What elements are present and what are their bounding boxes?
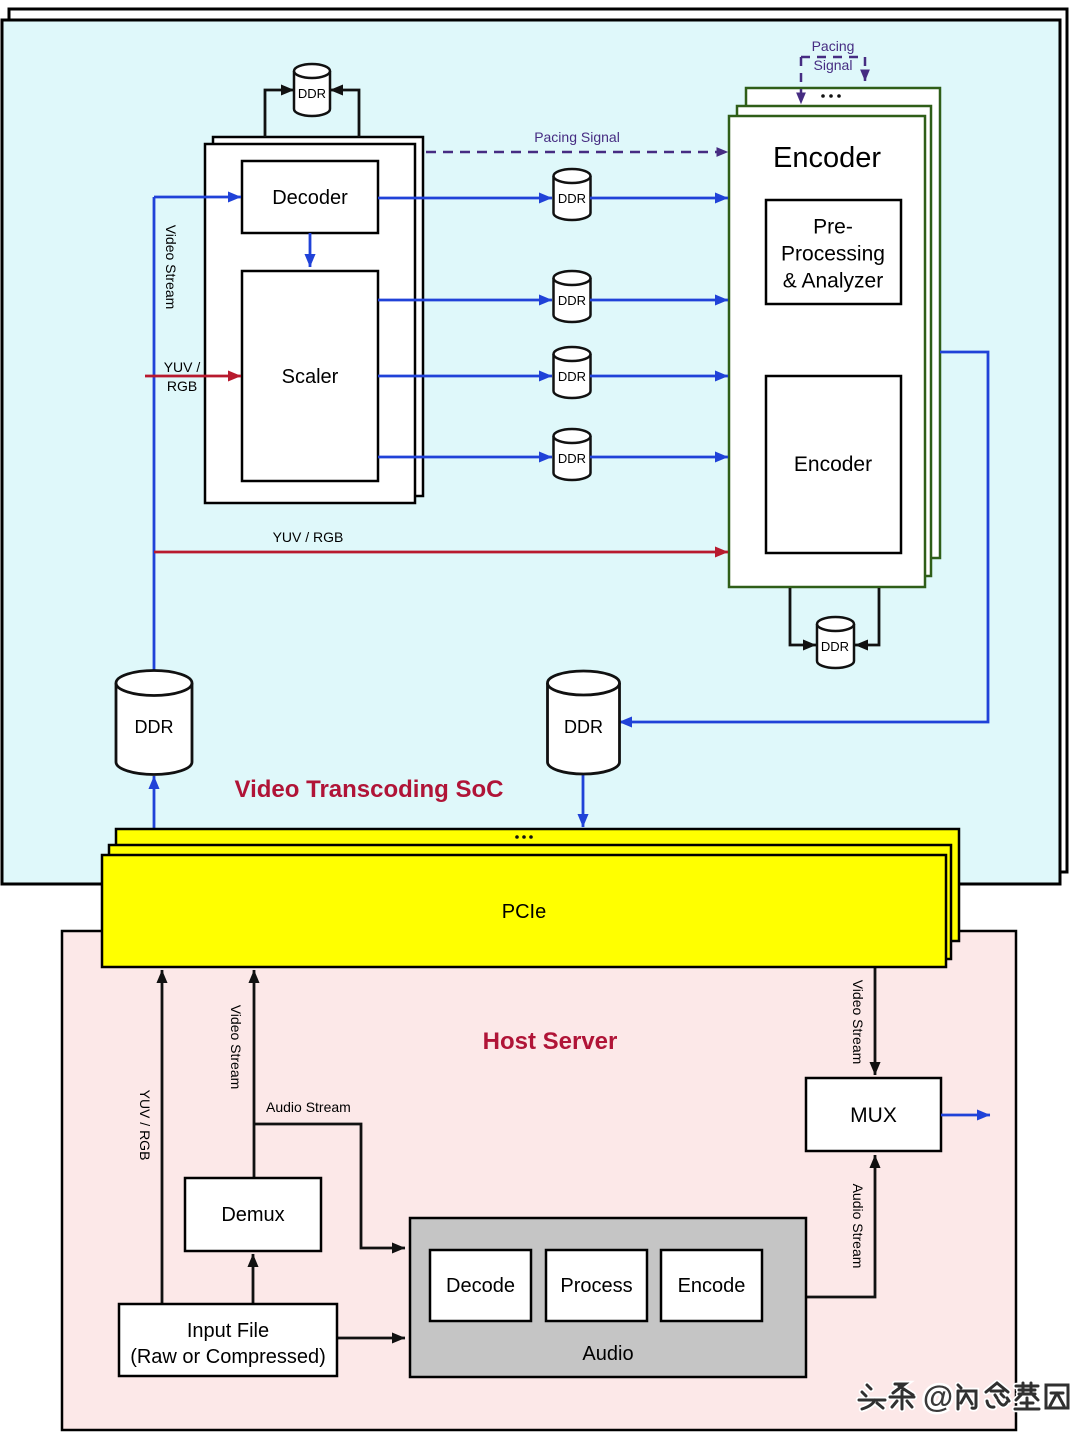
svg-text:Encode: Encode: [678, 1275, 746, 1297]
svg-text:PCIe: PCIe: [502, 901, 546, 923]
svg-text:DDR: DDR: [298, 86, 326, 101]
svg-text:Decode: Decode: [446, 1275, 515, 1297]
svg-text:YUV / RGB: YUV / RGB: [273, 529, 344, 545]
svg-text:Demux: Demux: [221, 1204, 284, 1226]
svg-text:DDR: DDR: [558, 191, 586, 206]
svg-text:RGB: RGB: [167, 378, 197, 394]
svg-text:DDR: DDR: [558, 293, 586, 308]
svg-text:Audio Stream: Audio Stream: [266, 1099, 351, 1115]
svg-text:DDR: DDR: [821, 639, 849, 654]
svg-text:Audio Stream: Audio Stream: [850, 1184, 866, 1269]
svg-text:Encoder: Encoder: [773, 142, 881, 174]
svg-text:YUV / RGB: YUV / RGB: [137, 1090, 153, 1161]
svg-text:DDR: DDR: [558, 369, 586, 384]
svg-text:Processing: Processing: [781, 243, 885, 266]
svg-text:(Raw or Compressed): (Raw or Compressed): [130, 1346, 326, 1368]
svg-text:DDR: DDR: [135, 717, 174, 737]
svg-text:Pacing Signal: Pacing Signal: [534, 129, 620, 145]
svg-text:@: @: [923, 1379, 953, 1414]
svg-text:& Analyzer: & Analyzer: [783, 270, 883, 293]
svg-text:Process: Process: [560, 1275, 632, 1297]
svg-text:Host Server: Host Server: [483, 1028, 618, 1055]
svg-text:YUV /: YUV /: [164, 359, 201, 375]
svg-text:Input File: Input File: [187, 1320, 269, 1342]
svg-text:Decoder: Decoder: [272, 187, 348, 209]
svg-text:Encoder: Encoder: [794, 453, 872, 476]
svg-text:Video Stream: Video Stream: [228, 1005, 244, 1090]
svg-text:Video Stream: Video Stream: [163, 225, 179, 310]
svg-text:DDR: DDR: [558, 451, 586, 466]
svg-text:Video Transcoding SoC: Video Transcoding SoC: [235, 776, 504, 803]
svg-text:Pre-: Pre-: [813, 216, 853, 239]
svg-text:Signal: Signal: [814, 57, 853, 73]
svg-text:Pacing: Pacing: [812, 38, 855, 54]
svg-text:Video Stream: Video Stream: [850, 980, 866, 1065]
svg-text:Scaler: Scaler: [282, 366, 339, 388]
svg-text:MUX: MUX: [850, 1104, 897, 1127]
svg-text:DDR: DDR: [564, 717, 603, 737]
svg-text:Audio: Audio: [582, 1343, 633, 1365]
